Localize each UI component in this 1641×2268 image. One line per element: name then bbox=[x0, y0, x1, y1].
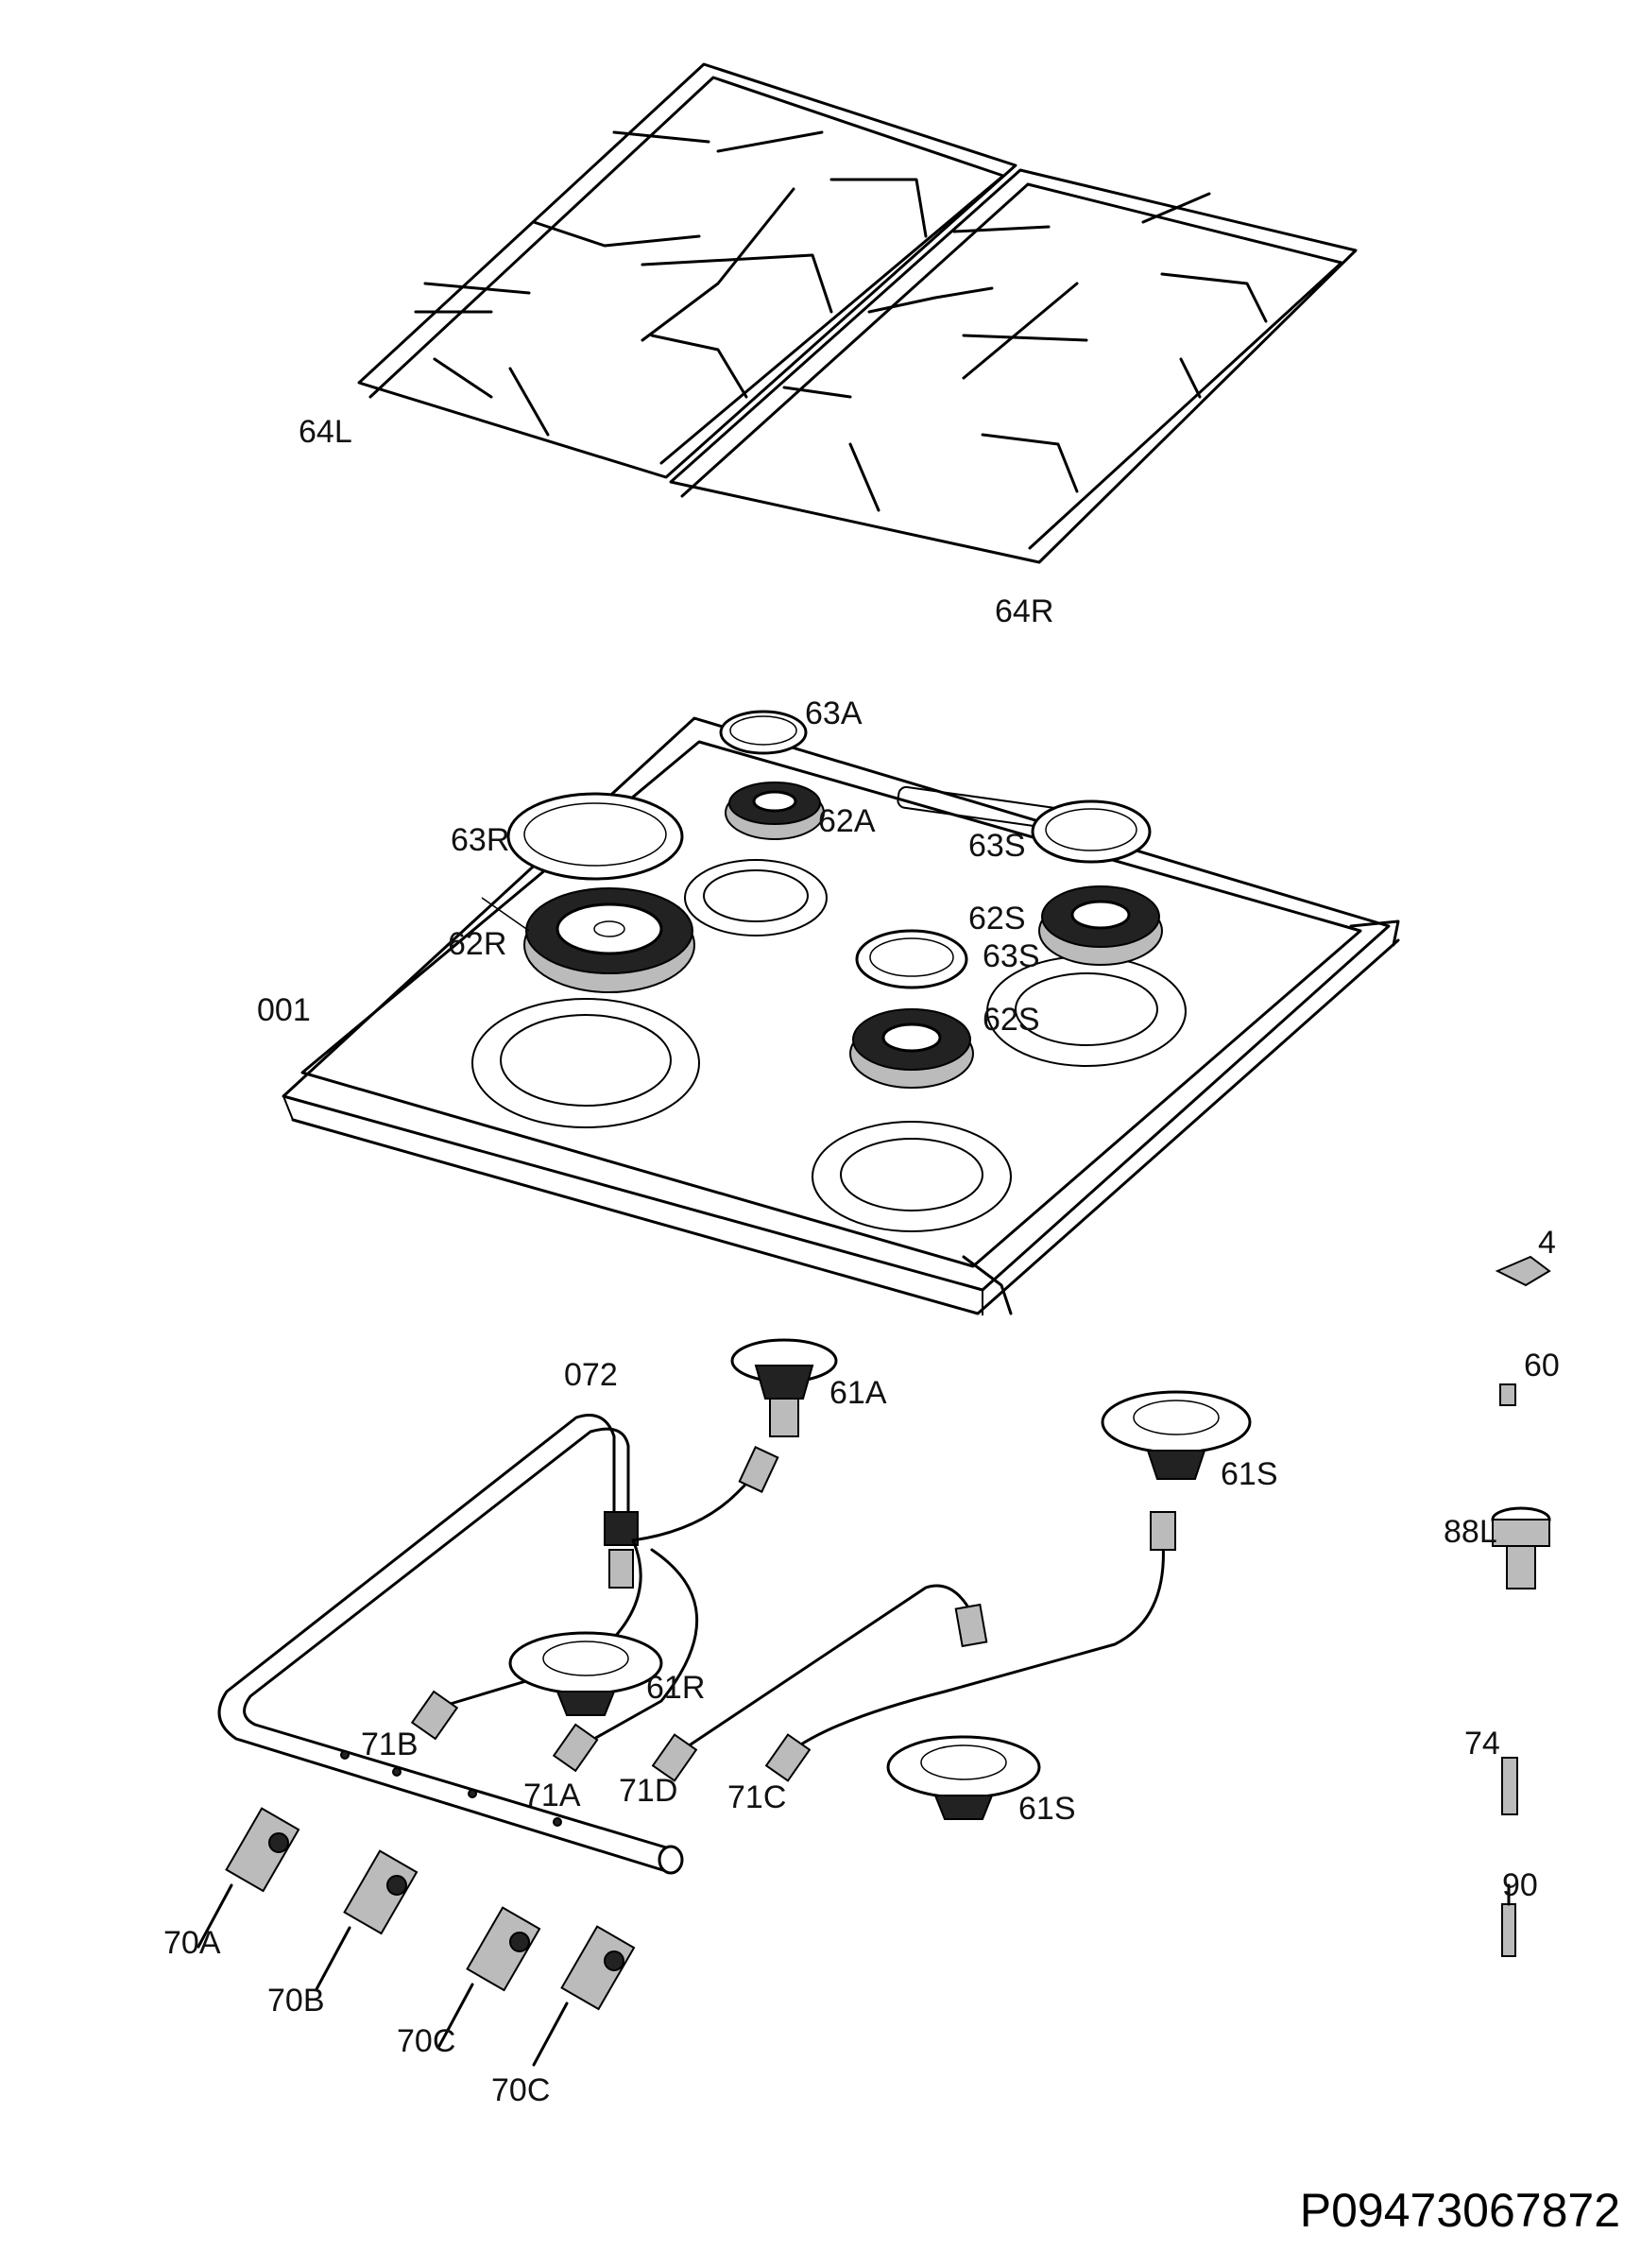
gas-pipe-71c bbox=[764, 1511, 1176, 1782]
label-71d: 71D bbox=[619, 1773, 678, 1809]
label-62s-rear: 62S bbox=[968, 901, 1026, 936]
pan-support-right bbox=[669, 168, 1358, 564]
label-90: 90 bbox=[1502, 1867, 1538, 1903]
label-70a: 70A bbox=[163, 1925, 221, 1961]
label-62s-front: 62S bbox=[983, 1002, 1040, 1038]
burner-cap-auxiliary bbox=[719, 710, 808, 755]
label-71c: 71C bbox=[727, 1779, 787, 1815]
burner-cup-semi-rear bbox=[1101, 1390, 1252, 1480]
burner-cup-semi-front bbox=[886, 1735, 1041, 1820]
gas-tap-70c-1 bbox=[437, 1906, 541, 2048]
spark-plug-part bbox=[1501, 1883, 1516, 1957]
burner-cap-semi-rear bbox=[1031, 799, 1152, 864]
pan-support-left bbox=[357, 62, 1017, 479]
burner-head-semi-rear bbox=[1038, 885, 1163, 966]
label-64l: 64L bbox=[299, 414, 352, 450]
label-63s-front: 63S bbox=[983, 938, 1040, 974]
label-4: 4 bbox=[1538, 1225, 1556, 1261]
label-71b: 71B bbox=[361, 1727, 419, 1762]
label-70b: 70B bbox=[267, 1983, 325, 2019]
gas-manifold-rail bbox=[217, 1414, 684, 1875]
label-63s-rear: 63S bbox=[968, 828, 1026, 864]
burner-cap-semi-front bbox=[855, 929, 968, 989]
gas-pipe-71a bbox=[552, 1446, 779, 1773]
gas-tap-70a bbox=[197, 1807, 300, 1949]
label-70c-1: 70C bbox=[397, 2023, 456, 2059]
burner-cup-auxiliary bbox=[730, 1338, 838, 1437]
burner-head-semi-front bbox=[849, 1008, 974, 1089]
label-88l: 88L bbox=[1444, 1514, 1497, 1550]
label-61a: 61A bbox=[829, 1375, 887, 1411]
label-61r: 61R bbox=[646, 1670, 706, 1706]
gas-tap-70c-2 bbox=[532, 1925, 636, 2067]
label-60: 60 bbox=[1524, 1348, 1560, 1383]
spacer-part bbox=[1499, 1383, 1516, 1406]
label-62r: 62R bbox=[448, 926, 507, 962]
document-number: P09473067872 bbox=[1299, 2184, 1620, 2237]
label-74: 74 bbox=[1464, 1726, 1500, 1761]
leader-line-62r bbox=[481, 897, 530, 932]
label-072: 072 bbox=[564, 1357, 618, 1393]
label-61s-rear: 61S bbox=[1221, 1456, 1278, 1492]
label-63r: 63R bbox=[451, 822, 510, 858]
gas-tap-70b bbox=[315, 1849, 419, 1991]
burner-head-auxiliary bbox=[725, 782, 825, 840]
label-71a: 71A bbox=[523, 1778, 581, 1813]
burner-cap-rapid bbox=[506, 792, 684, 881]
burner-cup-rapid bbox=[508, 1631, 663, 1716]
label-001: 001 bbox=[257, 992, 311, 1028]
label-63a: 63A bbox=[805, 696, 863, 731]
hose-connector-part bbox=[1491, 1506, 1551, 1589]
gas-pipe-71d bbox=[651, 1584, 988, 1782]
label-62a: 62A bbox=[818, 803, 876, 839]
thermocouple-part bbox=[1501, 1757, 1518, 1815]
label-64r: 64R bbox=[995, 593, 1054, 629]
clip-part bbox=[1495, 1255, 1551, 1287]
burner-head-rapid bbox=[523, 887, 695, 993]
label-70c-2: 70C bbox=[491, 2072, 551, 2108]
label-61s-front: 61S bbox=[1018, 1791, 1076, 1827]
